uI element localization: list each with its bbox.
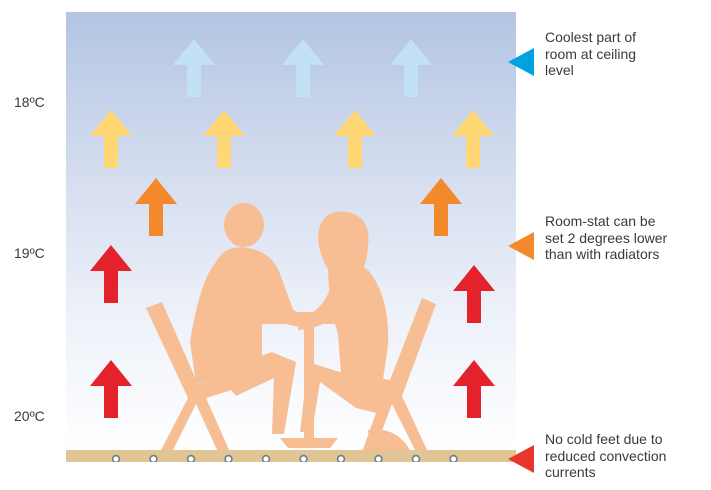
- man-head: [224, 203, 264, 247]
- pointer-red-icon: [508, 445, 534, 473]
- heating-pipe-icon: [111, 454, 121, 462]
- chair-right: [352, 298, 436, 452]
- heating-pipe-icon: [411, 454, 421, 462]
- annotation-ceiling: Coolest part of room at ceiling level: [545, 29, 637, 78]
- table-base: [280, 438, 338, 448]
- floor: [66, 450, 516, 462]
- arrow-up-icon: [334, 110, 376, 168]
- arrow-up-icon: [173, 39, 215, 97]
- temperature-20: 20ºC: [14, 408, 45, 424]
- couple-at-table-silhouette: [146, 203, 436, 452]
- temperature-18: 18ºC: [14, 94, 45, 110]
- arrow-up-icon: [90, 245, 132, 303]
- arrow-up-icon: [90, 110, 132, 168]
- heating-pipe-icon: [374, 454, 383, 462]
- pointer-orange-icon: [508, 232, 534, 260]
- arrow-up-icon: [135, 178, 177, 236]
- temperature-19: 19ºC: [14, 245, 45, 261]
- heating-pipe-icon: [224, 454, 233, 462]
- annotation-roomstat: Room-stat can be set 2 degrees lower tha…: [545, 213, 668, 262]
- pointer-blue-icon: [508, 48, 534, 76]
- room-illustration: [66, 12, 516, 462]
- man-body: [190, 247, 294, 384]
- arrow-up-icon: [282, 39, 324, 97]
- chair-left: [146, 302, 238, 452]
- convection-arrows: [90, 39, 495, 418]
- arrow-up-icon: [453, 360, 495, 418]
- arrow-up-icon: [420, 178, 462, 236]
- heating-pipe-icon: [186, 454, 196, 462]
- arrow-up-icon: [453, 265, 495, 323]
- heating-pipe-icon: [299, 454, 308, 462]
- heating-pipe-icon: [336, 454, 346, 462]
- arrow-up-icon: [90, 360, 132, 418]
- woman-legs: [300, 362, 384, 432]
- heating-pipe-icon: [449, 454, 458, 462]
- table-stem: [304, 322, 314, 438]
- arrow-up-icon: [203, 110, 245, 168]
- heating-pipe-icon: [261, 454, 271, 462]
- man-legs: [216, 352, 296, 434]
- table-top: [262, 312, 354, 324]
- heating-pipe-icon: [149, 454, 158, 462]
- annotation-feet: No cold feet due to reduced convection c…: [545, 431, 667, 480]
- arrow-up-icon: [390, 39, 432, 97]
- arrow-up-icon: [452, 110, 494, 168]
- woman-body: [328, 261, 389, 390]
- underfloor-pipes: [111, 454, 458, 462]
